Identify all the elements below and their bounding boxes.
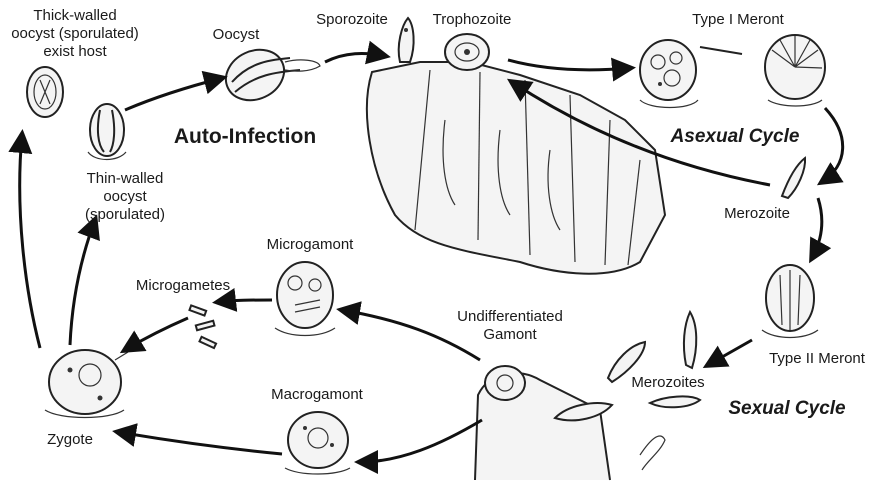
label-thick-walled-oocyst: Thick-walled oocyst (sporulated) exist h…: [10, 7, 140, 61]
label-merozoites: Merozoites: [618, 374, 718, 392]
label-line: Thick-walled: [10, 7, 140, 25]
zygote-icon: [45, 350, 128, 418]
microgamont-icon: [275, 262, 335, 336]
label-sporozoite: Sporozoite: [302, 11, 402, 29]
label-auto-infection: Auto-Infection: [155, 125, 335, 149]
label-undifferentiated-gamont: Undifferentiated Gamont: [440, 308, 580, 344]
mature-type-i-meront-icon: [765, 35, 825, 106]
type-ii-meront-icon: [762, 265, 818, 338]
label-microgametes: Microgametes: [128, 277, 238, 295]
label-thin-walled-oocyst: Thin-walled oocyst (sporulated): [70, 170, 180, 224]
label-oocyst: Oocyst: [196, 26, 276, 44]
label-trophozoite: Trophozoite: [422, 11, 522, 29]
undifferentiated-gamont-icon: [475, 366, 612, 480]
label-line: (sporulated): [70, 206, 180, 224]
label-line: Thin-walled: [70, 170, 180, 188]
label-line: oocyst (sporulated): [10, 25, 140, 43]
thick-walled-oocyst-icon: [27, 67, 63, 117]
label-line: Gamont: [440, 326, 580, 344]
type-i-meront-icon: [640, 40, 698, 108]
label-merozoite: Merozoite: [712, 205, 802, 223]
label-line: Undifferentiated: [440, 308, 580, 326]
label-line: oocyst: [70, 188, 180, 206]
macrogamont-icon: [285, 412, 350, 474]
thin-walled-oocyst-icon: [88, 104, 126, 160]
label-microgamont: Microgamont: [255, 236, 365, 254]
oocyst-icon: [218, 41, 320, 110]
label-macrogamont: Macrogamont: [252, 386, 382, 404]
label-type-ii-meront: Type II Meront: [752, 350, 882, 368]
microgametes-icon: [189, 305, 216, 348]
meront-connector: [700, 47, 742, 54]
merozoite-icon: [782, 158, 805, 198]
label-type-i-meront: Type I Meront: [678, 11, 798, 29]
intestinal-epithelium: [367, 62, 665, 274]
label-zygote: Zygote: [30, 431, 110, 449]
label-line: exist host: [10, 43, 140, 61]
trophozoite-icon: [445, 34, 489, 70]
label-asexual-cycle: Asexual Cycle: [665, 126, 805, 148]
label-sexual-cycle: Sexual Cycle: [712, 398, 862, 420]
